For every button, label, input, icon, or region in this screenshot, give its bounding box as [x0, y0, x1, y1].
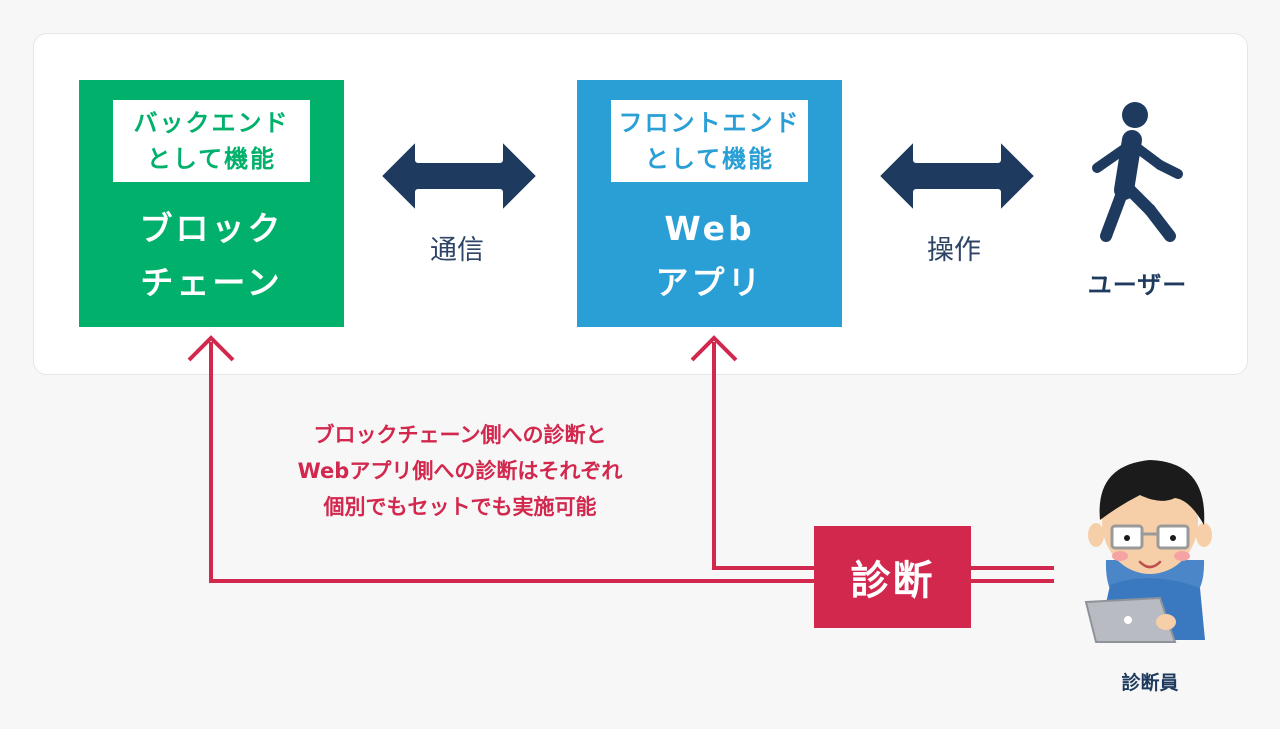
blockchain-box: バックエンド として機能 ブロック チェーン — [79, 80, 344, 327]
frontend-tag: フロントエンド として機能 — [611, 100, 808, 182]
note-line2: Webアプリ側への診断はそれぞれ — [297, 459, 623, 483]
blockchain-title-line2: チェーン — [140, 263, 283, 302]
communication-label: 通信 — [430, 235, 484, 266]
diagnostician-label: 診断員 — [1121, 672, 1179, 694]
webapp-title: Web アプリ — [577, 202, 842, 310]
operation-arrow-icon — [873, 133, 1041, 219]
user-label: ユーザー — [1087, 271, 1188, 299]
diagnosis-line-person — [971, 566, 1054, 583]
communication-arrow-icon — [375, 133, 543, 219]
note-line3: 個別でもセットでも実施可能 — [323, 495, 597, 519]
diagnosis-box: 診断 — [814, 526, 971, 628]
frontend-tag-line1: フロントエンド — [618, 109, 801, 137]
diagnosis-line-blockchain — [187, 335, 814, 583]
diagnosis-note: ブロックチェーン側への診断と Webアプリ側への診断はそれぞれ 個別でもセットで… — [250, 417, 670, 525]
walking-user-icon — [1092, 102, 1183, 242]
diagnosis-box-label: 診断 — [850, 558, 935, 604]
webapp-box: フロントエンド として機能 Web アプリ — [577, 80, 842, 327]
operation-label: 操作 — [927, 235, 981, 266]
frontend-tag-line2: として機能 — [644, 145, 775, 173]
backend-tag-line1: バックエンド — [133, 109, 290, 137]
blockchain-title: ブロック チェーン — [79, 202, 344, 310]
diagnostician-icon — [1084, 460, 1212, 643]
webapp-title-line1: Web — [664, 209, 755, 248]
backend-tag: バックエンド として機能 — [113, 100, 310, 182]
webapp-title-line2: アプリ — [655, 263, 764, 302]
blockchain-title-line1: ブロック — [139, 209, 284, 248]
note-line1: ブロックチェーン側への診断と — [313, 423, 607, 447]
backend-tag-line2: として機能 — [146, 145, 277, 173]
diagnosis-line-webapp — [690, 335, 814, 570]
